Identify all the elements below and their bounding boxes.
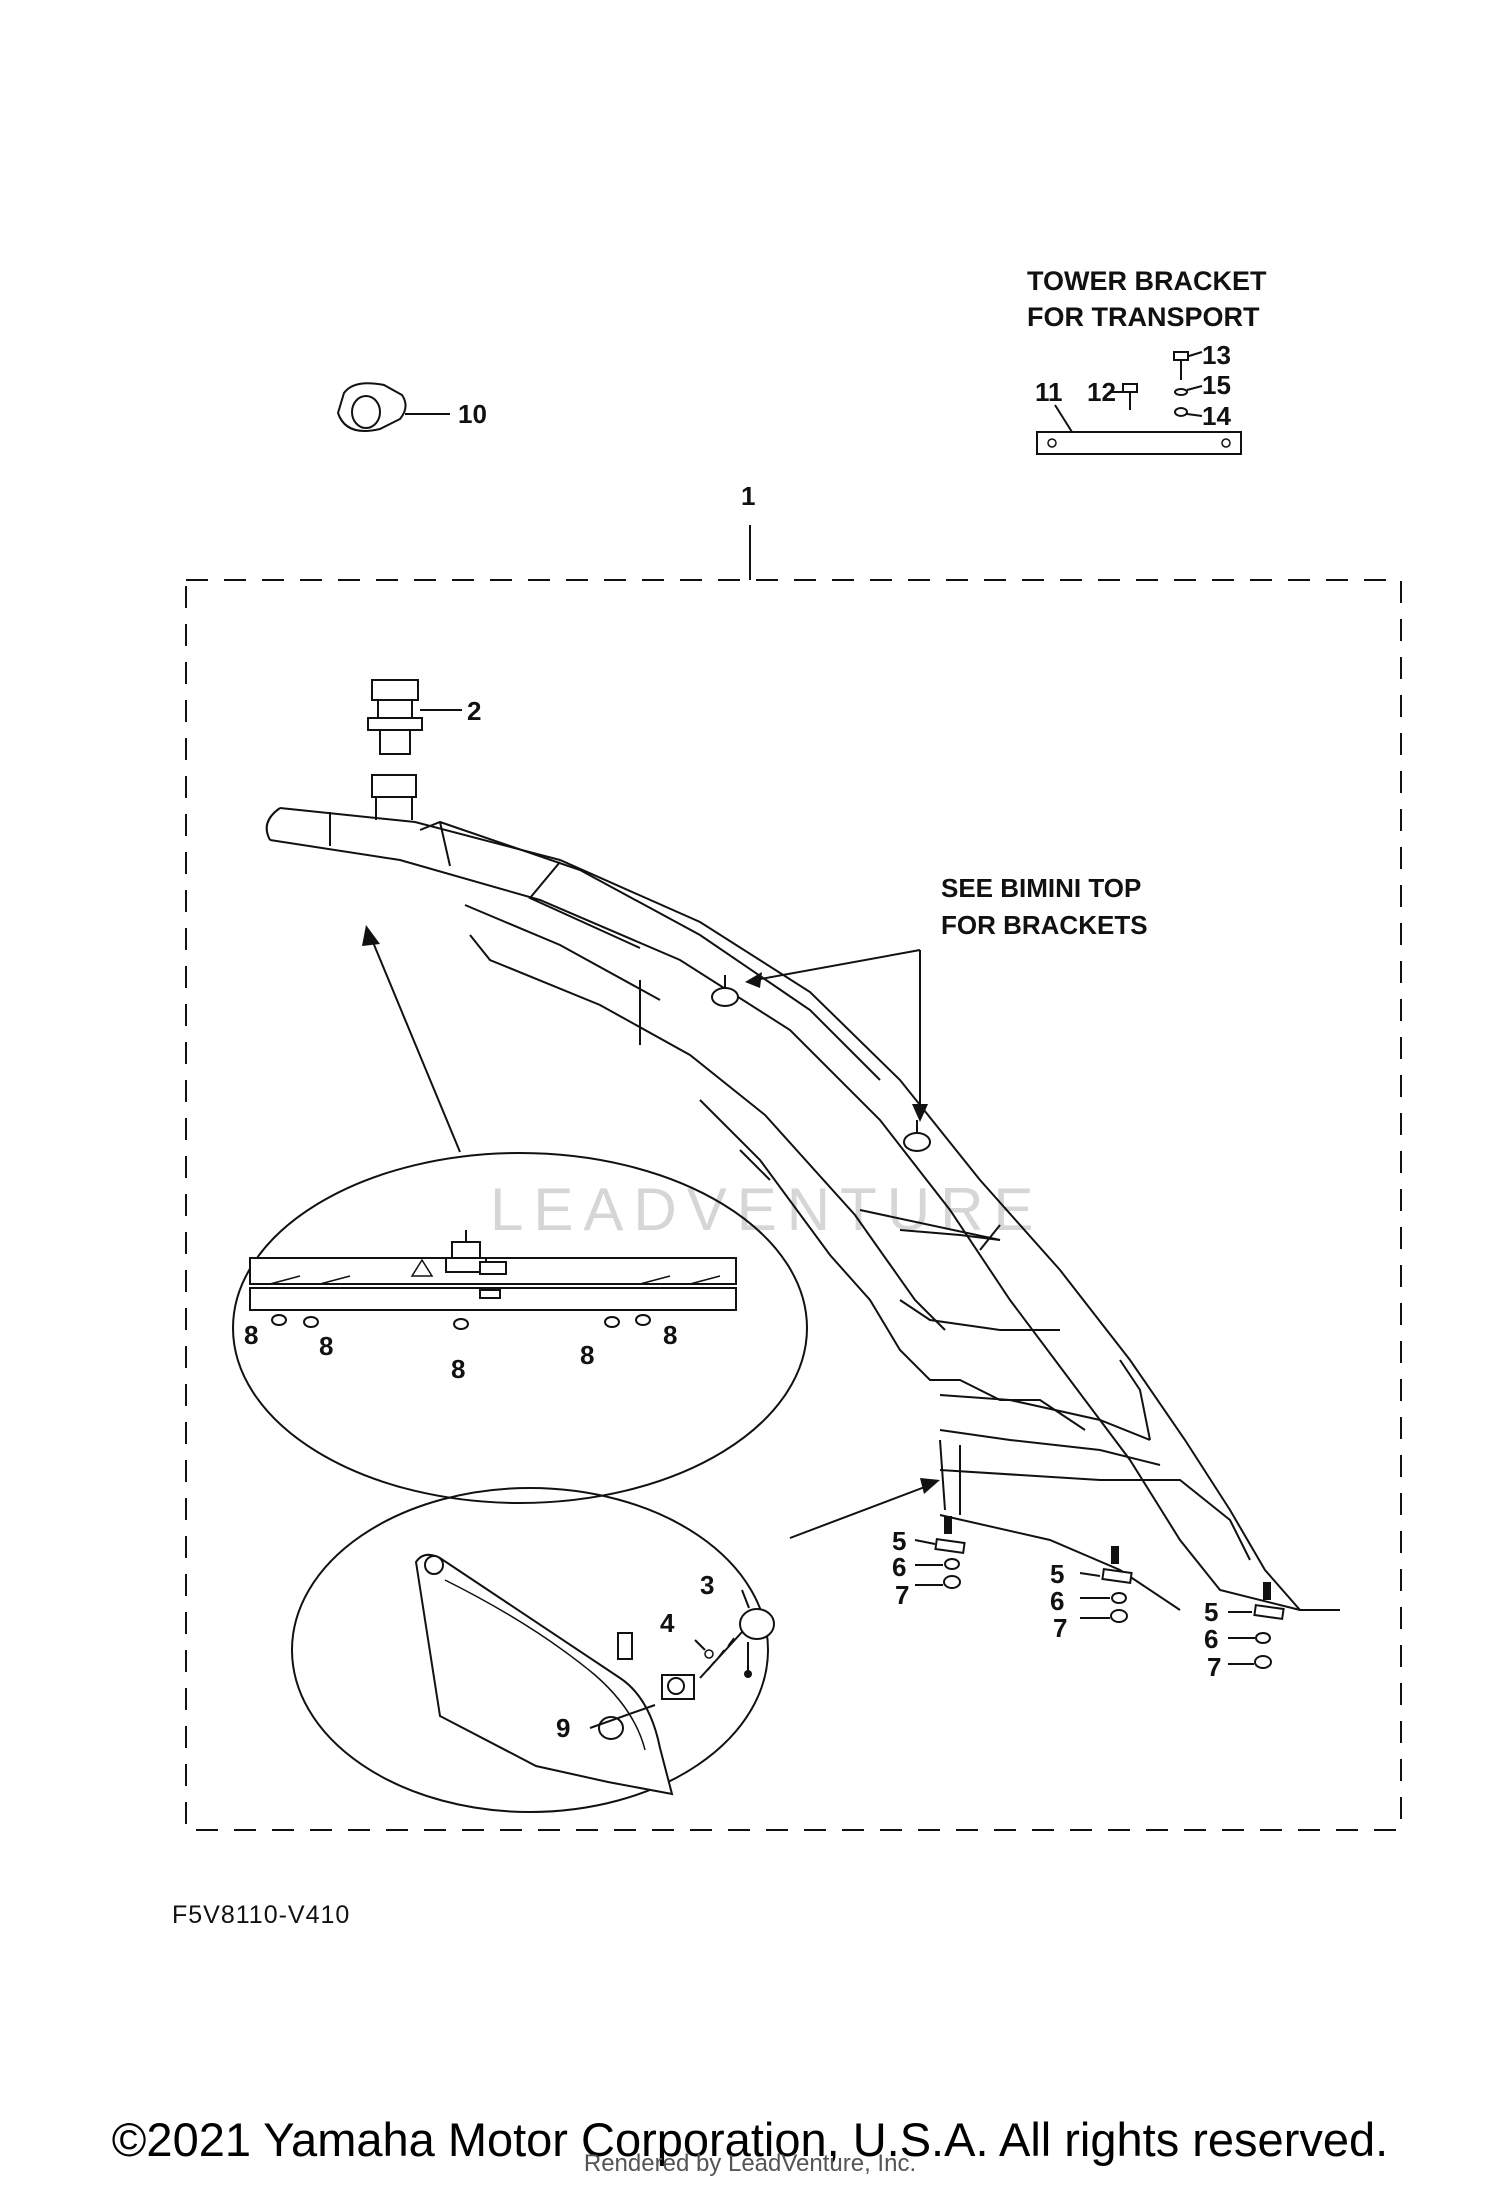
watermark-text: LEADVENTURE — [490, 1176, 1043, 1243]
crossbar-detail — [232, 925, 808, 1504]
tower-bracket-part — [1036, 351, 1242, 455]
callout-9: 9 — [556, 1713, 570, 1743]
callout-8d: 8 — [580, 1340, 594, 1370]
callout-5a: 5 — [892, 1526, 906, 1556]
copyright-notice: ©2021 Yamaha Motor Corporation, U.S.A. A… — [111, 2113, 1389, 2166]
callout-15: 15 — [1202, 370, 1231, 400]
wakeboard-tower-frame — [265, 807, 1340, 1611]
callout-7b: 7 — [1053, 1613, 1067, 1643]
callout-14: 14 — [1202, 401, 1231, 431]
leg-base-detail — [291, 1478, 940, 1813]
tower-bracket-heading-line2: FOR TRANSPORT — [1027, 302, 1260, 332]
callout-7a: 7 — [895, 1580, 909, 1610]
bimini-note-line1: SEE BIMINI TOP — [941, 873, 1141, 903]
callout-5c: 5 — [1204, 1597, 1218, 1627]
callout-6a: 6 — [892, 1552, 906, 1582]
callout-8b: 8 — [319, 1331, 333, 1361]
callout-5b: 5 — [1050, 1559, 1064, 1589]
callout-6c: 6 — [1204, 1624, 1218, 1654]
callout-2: 2 — [467, 696, 481, 726]
callout-10: 10 — [458, 399, 487, 429]
plug-part — [336, 382, 450, 432]
callout-4: 4 — [660, 1608, 675, 1638]
callout-11: 11 — [1035, 377, 1063, 407]
diagram-code: F5V8110-V410 — [172, 1901, 350, 1929]
callout-3: 3 — [700, 1570, 714, 1600]
rendered-by-notice: Rendered by LeadVenture, Inc. — [583, 2150, 917, 2177]
callout-6b: 6 — [1050, 1586, 1064, 1616]
tower-bracket-heading-line1: TOWER BRACKET — [1027, 266, 1267, 296]
callout-12: 12 — [1087, 377, 1116, 407]
assembly-boundary — [185, 579, 1402, 1831]
callout-13: 13 — [1202, 340, 1231, 370]
callout-7c: 7 — [1207, 1652, 1221, 1682]
callout-8c: 8 — [451, 1354, 465, 1384]
bimini-note-line2: FOR BRACKETS — [941, 910, 1148, 940]
callout-1: 1 — [741, 481, 755, 511]
leg-hardware — [914, 1516, 1285, 1669]
bimini-studs — [711, 975, 931, 1152]
light-post-part — [367, 679, 462, 820]
callout-8a: 8 — [244, 1320, 258, 1350]
callout-8e: 8 — [663, 1320, 677, 1350]
